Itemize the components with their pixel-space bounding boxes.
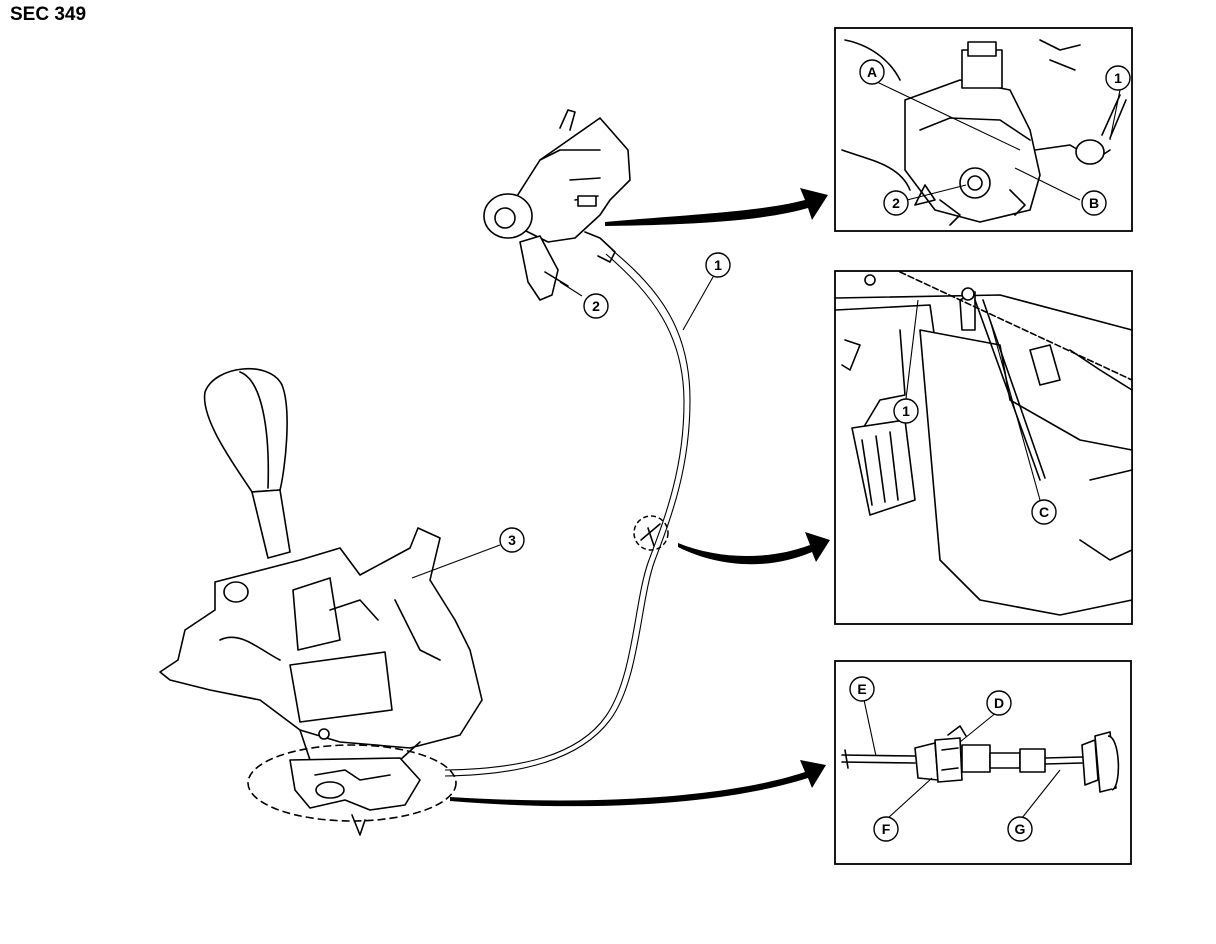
callout-g: G: [1007, 816, 1033, 842]
cable-end-marker: [247, 744, 457, 822]
section-label: SEC 349: [10, 4, 87, 25]
callout-b: B: [1081, 190, 1107, 216]
detail-bottom-drawing: [841, 725, 1120, 793]
callout-1-main: 1: [705, 252, 731, 278]
callout-a-label: A: [867, 64, 877, 80]
arrow-to-middle-panel: [678, 532, 830, 565]
callout-1-middle-label: 1: [902, 403, 910, 419]
callout-c: C: [1031, 499, 1057, 525]
callout-b-label: B: [1089, 195, 1099, 211]
arrow-to-top-panel: [605, 188, 828, 226]
callout-c-label: C: [1039, 504, 1049, 520]
key-cylinder-assembly: [483, 109, 631, 301]
callout-2-top: 2: [883, 190, 909, 216]
callout-a: A: [859, 59, 885, 85]
callout-f: F: [873, 816, 899, 842]
callout-2-main-label: 2: [592, 298, 600, 314]
callout-f-label: F: [882, 821, 891, 837]
detail-top-drawing: [841, 39, 1127, 226]
callout-d-label: D: [994, 695, 1004, 711]
callout-e: E: [849, 676, 875, 702]
callout-d: D: [986, 690, 1012, 716]
callout-1-main-label: 1: [714, 257, 722, 273]
callout-1-middle: 1: [893, 398, 919, 424]
callout-3-main-label: 3: [508, 532, 516, 548]
callout-3-main: 3: [499, 527, 525, 553]
callout-e-label: E: [857, 681, 866, 697]
arrow-to-bottom-panel: [450, 760, 826, 807]
key-interlock-cable: [444, 249, 691, 777]
callout-1-top: 1: [1105, 65, 1131, 91]
shift-control-device: [159, 367, 483, 836]
callout-1-top-label: 1: [1114, 70, 1122, 86]
callout-2-top-label: 2: [892, 195, 900, 211]
callout-g-label: G: [1015, 821, 1026, 837]
cable-clamp-marker: [633, 515, 669, 551]
callout-2-main: 2: [583, 293, 609, 319]
